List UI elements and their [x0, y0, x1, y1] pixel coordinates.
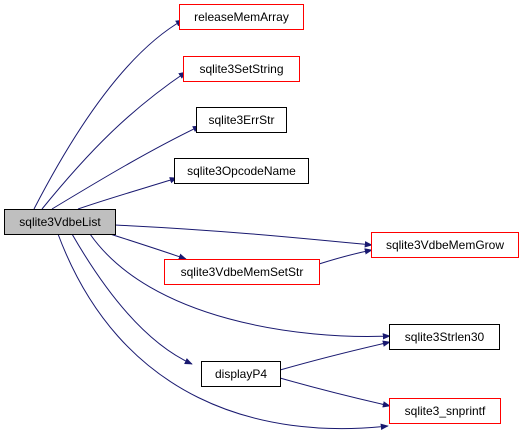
node-label: sqlite3VdbeMemSetStr [181, 265, 304, 279]
node-releaseMemArray[interactable]: releaseMemArray [179, 4, 304, 30]
edge-root-to-displayP4 [71, 233, 193, 365]
node-box [179, 4, 304, 30]
edge-root-to-sqlite3OpcodeName [77, 177, 178, 210]
node-box [371, 232, 519, 258]
edge-root-to-sqlite3VdbeMemGrow [114, 224, 373, 248]
node-sqlite3SetString[interactable]: sqlite3SetString [183, 56, 300, 82]
node-box [164, 259, 320, 285]
edge-root-to-releaseMemArray [33, 19, 184, 210]
node-sqlite3_snprintf[interactable]: sqlite3_snprintf [389, 398, 501, 424]
node-label: displayP4 [215, 367, 267, 381]
edge-root-to-sqlite3SetString [41, 71, 187, 210]
node-displayP4[interactable]: displayP4 [201, 361, 281, 387]
edge-root-to-sqlite3Strlen30 [89, 233, 391, 340]
node-sqlite3OpcodeName[interactable]: sqlite3OpcodeName [174, 158, 309, 184]
node-label: sqlite3Strlen30 [405, 330, 485, 344]
node-box [183, 56, 300, 82]
node-label: sqlite3ErrStr [208, 113, 274, 127]
edge-root-to-sqlite3_snprintf [57, 233, 389, 430]
node-sqlite3VdbeMemSetStr[interactable]: sqlite3VdbeMemSetStr [164, 259, 320, 285]
node-label: sqlite3VdbeMemGrow [386, 238, 504, 252]
node-box [174, 158, 309, 184]
node-sqlite3ErrStr[interactable]: sqlite3ErrStr [196, 107, 287, 133]
edge-displayP4-to-sqlite3_snprintf [279, 377, 391, 408]
node-label: releaseMemArray [194, 10, 289, 24]
node-sqlite3VdbeMemGrow[interactable]: sqlite3VdbeMemGrow [371, 232, 519, 258]
node-label: sqlite3SetString [199, 62, 283, 76]
node-label: sqlite3OpcodeName [187, 164, 296, 178]
node-box [389, 324, 500, 350]
node-layer: sqlite3VdbeList releaseMemArray sqlite3Set… [4, 4, 519, 424]
node-label: sqlite3_snprintf [405, 404, 486, 418]
edge-sqlite3VdbeMemSetStr-to-sqlite3VdbeMemGrow [318, 248, 373, 265]
edge-root-to-sqlite3VdbeMemSetStr [109, 233, 187, 260]
node-root: sqlite3VdbeList [4, 209, 116, 235]
edge-layer [33, 19, 391, 430]
node-box [4, 209, 116, 235]
node-sqlite3Strlen30[interactable]: sqlite3Strlen30 [389, 324, 500, 350]
node-label: sqlite3VdbeList [19, 215, 101, 229]
node-box [389, 398, 501, 424]
edge-displayP4-to-sqlite3Strlen30 [279, 340, 391, 371]
edge-root-to-sqlite3ErrStr [51, 125, 201, 210]
node-box [196, 107, 287, 133]
node-box [201, 361, 281, 387]
